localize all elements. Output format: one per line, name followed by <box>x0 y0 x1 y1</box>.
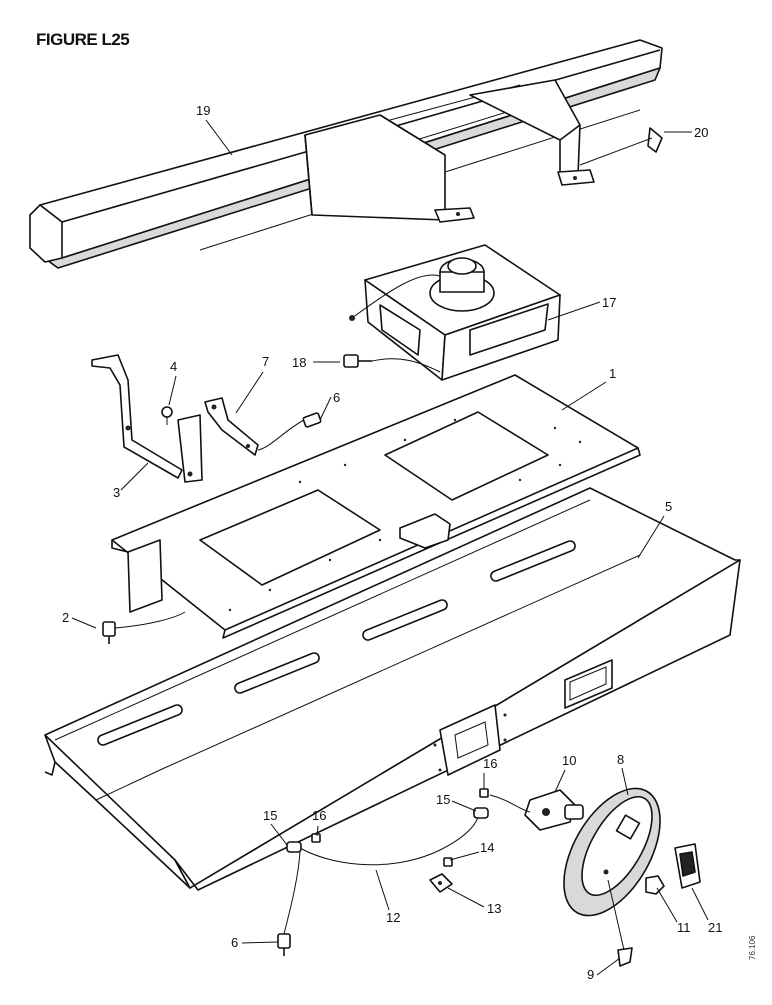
callout-c18: 18 <box>292 355 306 370</box>
leader-line-c13 <box>447 887 485 908</box>
reference-code: 76.106 <box>748 935 757 960</box>
callout-c8: 8 <box>617 752 624 767</box>
leader-line-c15b <box>270 823 288 846</box>
leader-line-c14 <box>449 851 480 861</box>
callout-c16a: 16 <box>483 756 497 771</box>
part-19-channel-beam <box>29 39 663 269</box>
part-1-floor-plate <box>111 374 641 639</box>
callout-c10: 10 <box>562 753 576 768</box>
callout-c6a: 6 <box>333 390 340 405</box>
leader-line-c1 <box>561 381 607 411</box>
leader-line-c15a <box>451 800 477 812</box>
leader-line-c16b <box>316 825 319 837</box>
leader-line-c11 <box>656 887 678 923</box>
callout-c13: 13 <box>487 901 501 916</box>
leader-line-c2 <box>71 617 97 629</box>
leader-line-c9 <box>596 957 621 976</box>
part-18-bolt <box>343 354 441 373</box>
part-14-screw <box>443 857 453 867</box>
part-6-screw-upper <box>257 412 322 451</box>
part-5-main-tray <box>44 487 741 891</box>
callout-c7: 7 <box>262 354 269 369</box>
callout-c21: 21 <box>708 920 722 935</box>
leader-line-c3 <box>120 462 149 491</box>
callout-c3: 3 <box>113 485 120 500</box>
part-16-screw-right <box>479 788 489 798</box>
part-20-screw <box>579 127 663 166</box>
part-13-clip <box>429 873 453 893</box>
callout-c1: 1 <box>609 366 616 381</box>
leader-line-c7 <box>235 371 264 414</box>
part-12-cable <box>299 811 479 866</box>
callout-c9: 9 <box>587 967 594 982</box>
callout-c6b: 6 <box>231 935 238 950</box>
leader-line-c10 <box>554 769 566 793</box>
part-15-grommet-right <box>473 807 489 819</box>
callout-c19: 19 <box>196 103 210 118</box>
callout-c15a: 15 <box>436 792 450 807</box>
leader-line-c17 <box>547 301 601 321</box>
callout-c12: 12 <box>386 910 400 925</box>
part-15-grommet-left <box>286 841 302 853</box>
part-10-switch <box>489 789 584 831</box>
callout-c2: 2 <box>62 610 69 625</box>
leader-line-c6a <box>319 396 332 421</box>
callout-c17: 17 <box>602 295 616 310</box>
part-4-bolt <box>161 406 173 425</box>
part-6-screw-lower <box>277 851 301 956</box>
part-11-nut <box>645 875 665 895</box>
leader-line-c5 <box>637 515 665 559</box>
leader-line-c6b <box>241 941 279 944</box>
callout-c14: 14 <box>480 840 494 855</box>
callout-c11: 11 <box>677 920 691 935</box>
leader-line-c4 <box>168 375 177 406</box>
leader-line-c19 <box>205 119 233 156</box>
part-8-oval-surround <box>563 787 661 917</box>
leader-line-c21 <box>691 887 709 921</box>
callout-c16b: 16 <box>312 808 326 823</box>
part-21-rocker-switch <box>674 843 701 889</box>
callout-c20: 20 <box>694 125 708 140</box>
callout-c5: 5 <box>665 499 672 514</box>
figure-title: FIGURE L25 <box>36 30 130 49</box>
leader-line-c12 <box>375 869 390 911</box>
part-17-blower-housing <box>349 244 561 381</box>
part-2-bolt <box>102 611 186 644</box>
part-7-strap <box>204 397 259 456</box>
part-9-screw <box>607 879 633 967</box>
part-16-screw-left <box>311 833 321 843</box>
callout-c4: 4 <box>170 359 177 374</box>
callout-c15b: 15 <box>263 808 277 823</box>
leader-line-c8 <box>621 767 629 796</box>
part-3-bracket <box>91 354 203 483</box>
